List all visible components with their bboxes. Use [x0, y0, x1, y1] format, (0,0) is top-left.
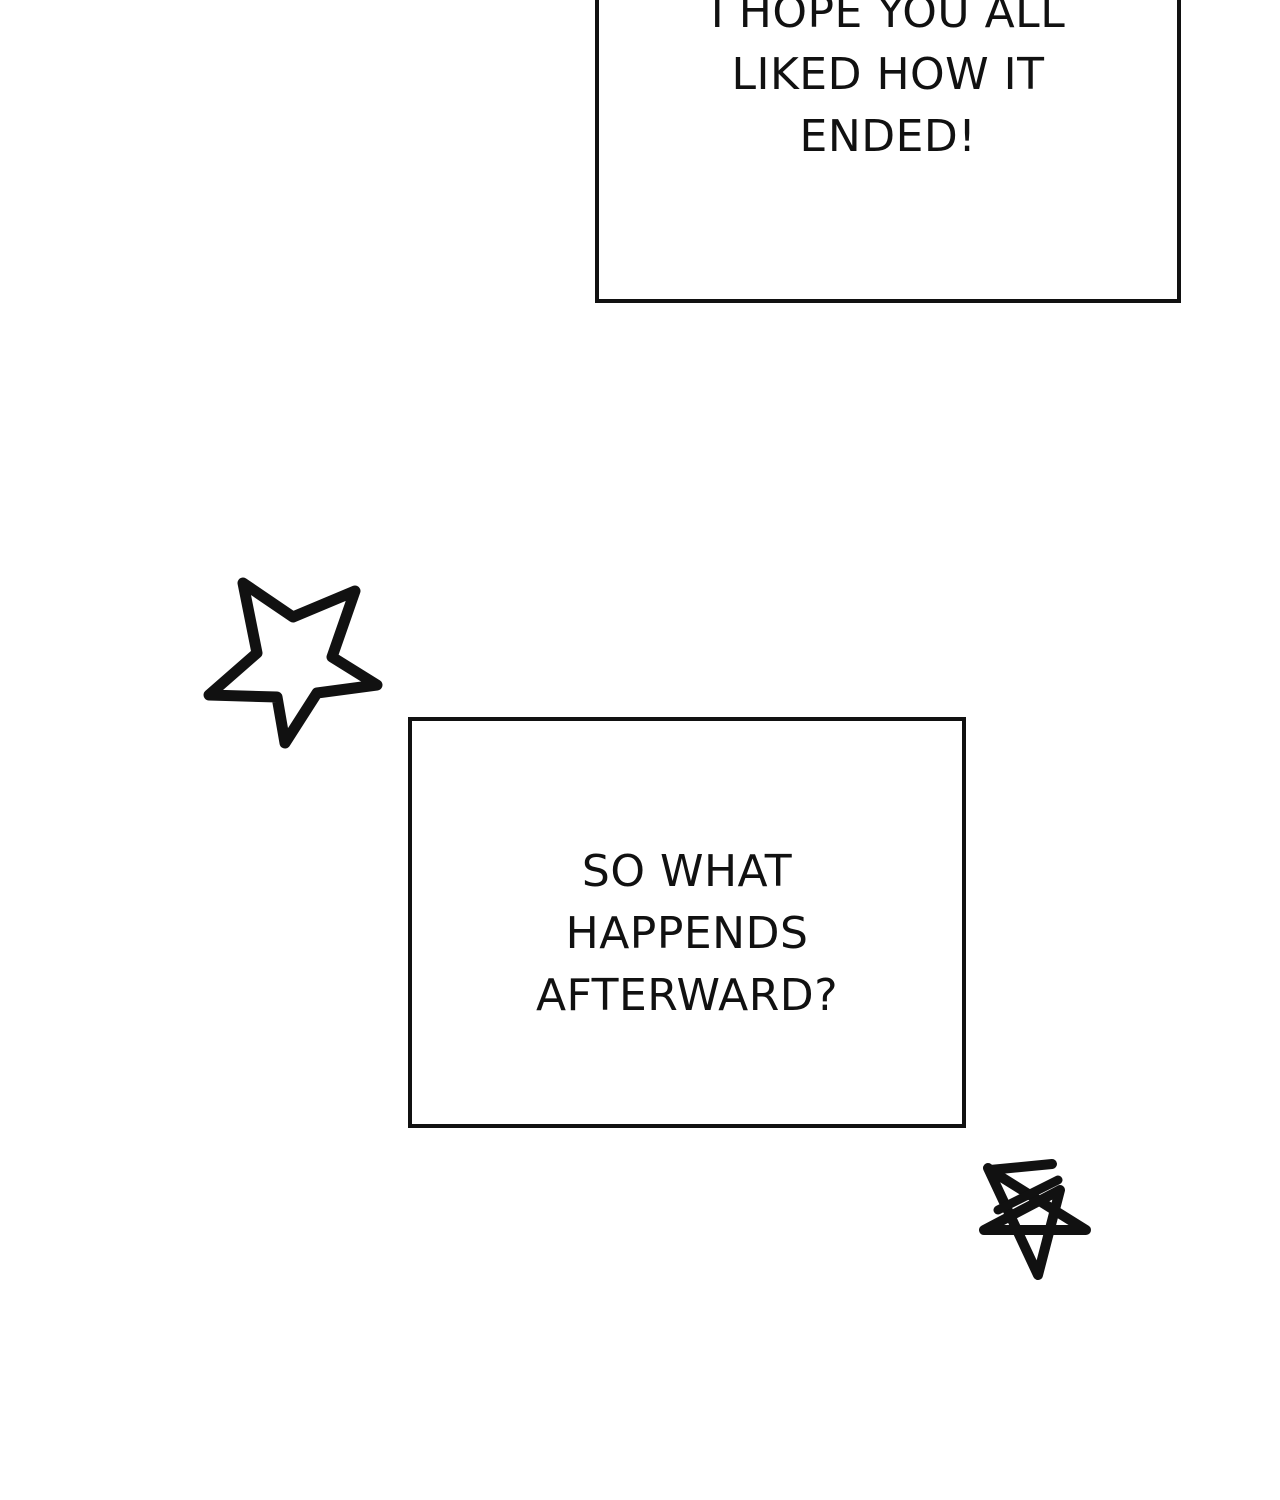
caption-line: SO WHAT: [581, 846, 793, 897]
caption-panel-bottom: SO WHAT HAPPENDS AFTERWARD?: [408, 717, 966, 1128]
caption-line: AFTERWARD?: [535, 970, 839, 1021]
caption-panel-top: I HOPE YOU ALL LIKED HOW IT ENDED!: [595, 0, 1181, 303]
caption-text-top: I HOPE YOU ALL LIKED HOW IT ENDED!: [599, 0, 1177, 168]
caption-line: LIKED HOW IT: [731, 49, 1045, 100]
scribbled-star-icon: [979, 1159, 1091, 1280]
caption-line: HAPPENDS: [565, 908, 809, 959]
star-icon: [203, 577, 383, 749]
caption-line: ENDED!: [799, 111, 977, 162]
caption-text-bottom: SO WHAT HAPPENDS AFTERWARD?: [412, 841, 962, 1027]
caption-line: I HOPE YOU ALL: [710, 0, 1066, 38]
